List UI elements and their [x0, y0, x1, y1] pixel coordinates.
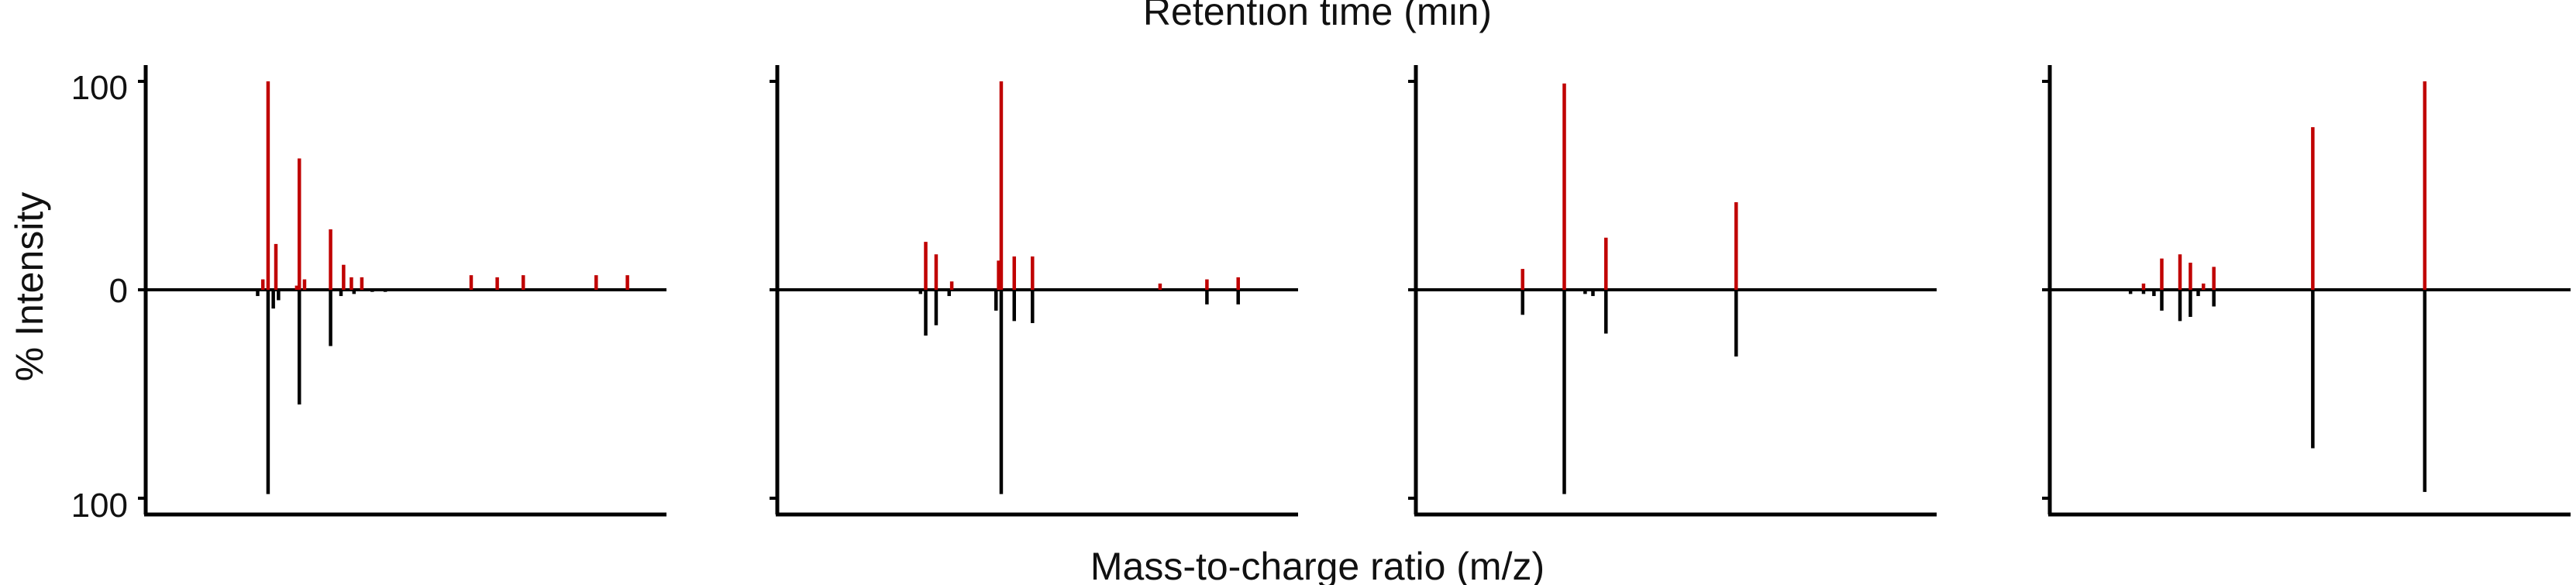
spectrum-panel-4: [2042, 65, 2571, 517]
top-axis-label: Retention time (min): [1143, 0, 1492, 33]
y-tick-bottom: 100: [71, 487, 128, 525]
bottom-axis-label: Mass-to-charge ratio (m/z): [1090, 545, 1545, 585]
y-axis-label: % Intensity: [8, 192, 51, 382]
y-tick-top: 100: [71, 69, 128, 107]
spectrum-panel-1: [138, 65, 666, 517]
spectrum-panel-3: [1408, 65, 1937, 517]
y-tick-zero: 0: [109, 272, 128, 310]
spectrum-panels: [138, 65, 2571, 517]
spectrum-panel-2: [770, 65, 1298, 517]
